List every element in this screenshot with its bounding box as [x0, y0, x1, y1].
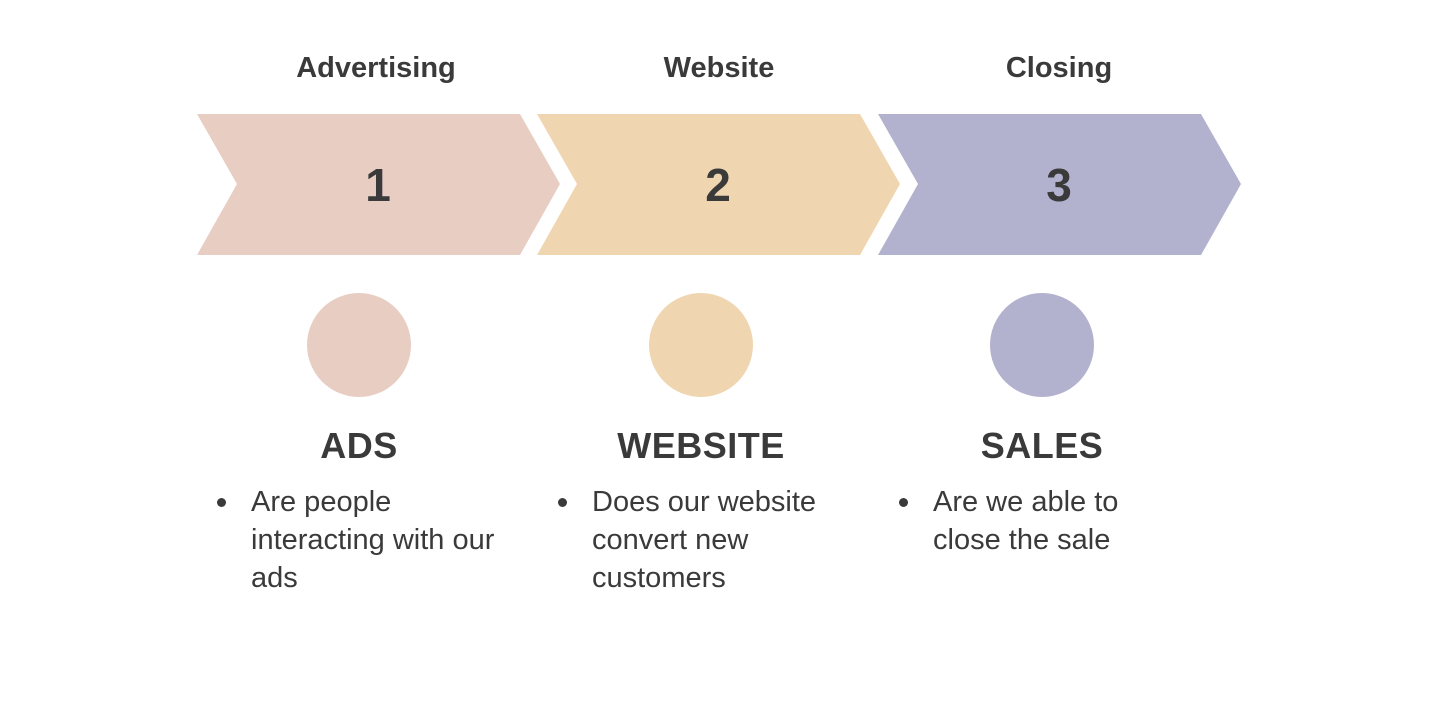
arrow-number-1: 1: [365, 159, 391, 211]
stage-heading-ads: ADS: [320, 425, 398, 466]
bullet-text: Are we able to close the sale: [933, 486, 1119, 556]
list-item: Are we able to close the sale: [899, 483, 1159, 559]
list-item: Are people interacting with our ads: [217, 483, 497, 597]
bullet-text: Does our website convert new customers: [592, 486, 817, 594]
arrow-shape-2: [537, 114, 900, 255]
stage-circle-1: [307, 293, 411, 397]
bullet-text: Are people interacting with our ads: [251, 486, 495, 594]
stage-bullets-website: Does our website convert new customers: [558, 483, 848, 597]
arrow-number-2: 2: [705, 159, 731, 211]
arrow-shape-1: [197, 114, 560, 255]
stage-heading-sales: SALES: [980, 425, 1104, 466]
stage-title-closing: Closing: [1005, 52, 1113, 84]
bullet-dot-icon: [558, 498, 567, 507]
stage-circle-3: [990, 293, 1094, 397]
arrow-number-3: 3: [1046, 159, 1072, 211]
stage-title-website: Website: [663, 52, 775, 84]
stage-bullets-ads: Are people interacting with our ads: [217, 483, 497, 597]
bullet-dot-icon: [899, 498, 908, 507]
stage-bullets-sales: Are we able to close the sale: [899, 483, 1159, 559]
arrow-shape-3: [878, 114, 1241, 255]
bullet-dot-icon: [217, 498, 226, 507]
list-item: Does our website convert new customers: [558, 483, 848, 597]
stage-circle-2: [649, 293, 753, 397]
stage-heading-website: WEBSITE: [617, 425, 785, 466]
stage-title-advertising: Advertising: [296, 52, 456, 84]
